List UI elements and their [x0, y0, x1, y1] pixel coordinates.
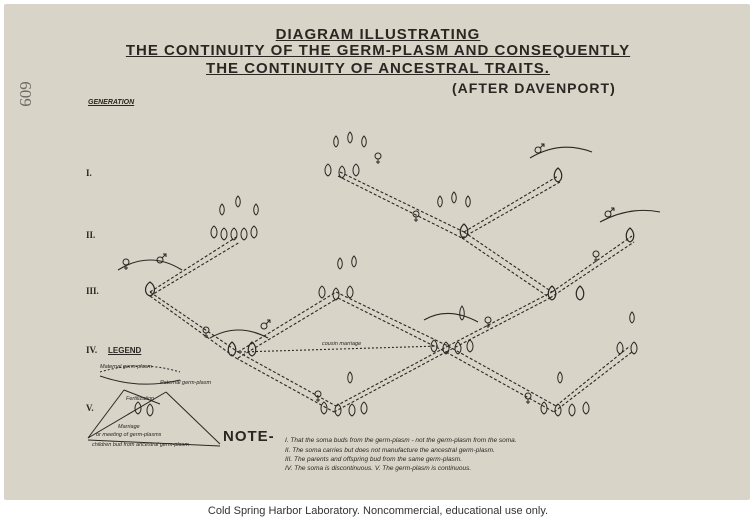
legend-title: LEGEND: [108, 346, 142, 355]
title-line-1: DIAGRAM ILLUSTRATING: [275, 26, 481, 43]
legend-maternal-label: Maternal germ-plasm: [100, 364, 152, 370]
legend-diagram: [87, 365, 221, 447]
legend-fertilization-label: Fertilization: [126, 396, 155, 402]
legend-meeting-label: or meeting of germ-plasms: [96, 432, 162, 438]
sibling-clusters: [210, 131, 638, 417]
generation-label-2: II.: [86, 230, 96, 240]
generation-label-4: IV.: [86, 345, 98, 355]
diagram-card: [4, 4, 750, 500]
legend-marriage-label: Marriage: [118, 424, 140, 430]
cousin-marriage-label: cousin marriage: [322, 341, 362, 347]
soma-buds: [144, 167, 635, 357]
note-line-2: II. The soma carries but does not manufa…: [285, 447, 495, 454]
title-line-2: THE CONTINUITY OF THE GERM-PLASM AND CON…: [125, 42, 631, 59]
title-line-3: THE CONTINUITY OF ANCESTRAL TRAITS.: [206, 60, 550, 77]
generation-label-3: III.: [86, 286, 99, 296]
germ-plasm-lines: [149, 171, 635, 413]
note-heading: NOTE-: [223, 428, 275, 445]
generation-label-5: V.: [86, 403, 94, 413]
note-line-3: III. The parents and offspring bud from …: [285, 456, 463, 463]
footer-credit: Cold Spring Harbor Laboratory. Noncommer…: [207, 505, 549, 517]
legend-paternal-label: Paternal germ-plasm: [160, 380, 212, 386]
generation-header: GENERATION: [88, 99, 135, 106]
note-line-1: I. That the soma buds from the germ-plas…: [285, 437, 517, 444]
generation-label-1: I.: [86, 168, 92, 178]
attribution: (AFTER DAVENPORT): [452, 80, 616, 96]
marriage-arcs: [117, 146, 661, 339]
sex-symbols: [122, 143, 615, 404]
legend-children-label: children bud from ancestral germ-plasm: [92, 442, 189, 448]
note-line-4: IV. The soma is discontinuous. V. The ge…: [285, 465, 472, 472]
